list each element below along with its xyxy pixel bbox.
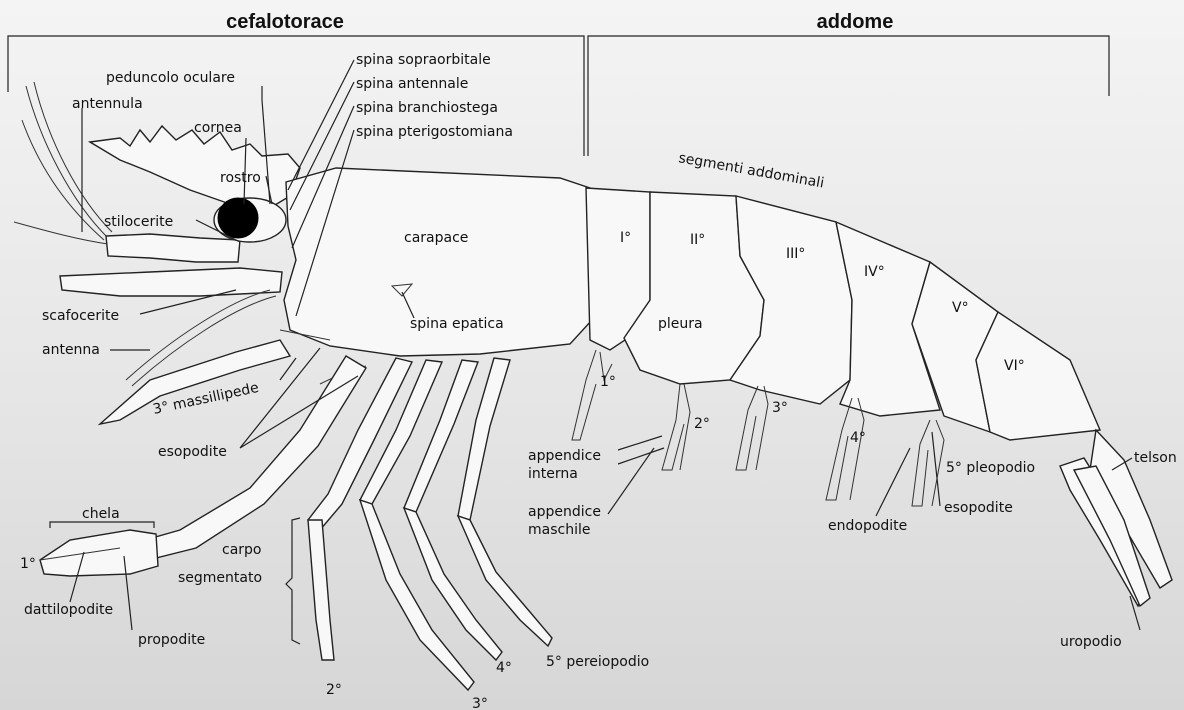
label-telson: telson bbox=[1134, 450, 1177, 466]
appendice-maschile-leader bbox=[608, 448, 654, 514]
label-spina-sopraorbitale: spina sopraorbitale bbox=[356, 52, 491, 68]
label-leg-3: 3° bbox=[472, 696, 488, 710]
carpo-bracket bbox=[286, 518, 300, 644]
label-spina-pterigostomiana: spina pterigostomiana bbox=[356, 124, 513, 140]
pleopod-3-shape bbox=[736, 386, 768, 470]
label-seg-1: I° bbox=[620, 230, 631, 246]
label-stilocerite: stilocerite bbox=[104, 214, 173, 230]
pleopod-4-shape bbox=[826, 398, 864, 500]
label-pleura: pleura bbox=[658, 316, 703, 332]
abdominal-segment-6 bbox=[976, 312, 1100, 440]
second-pereiopod-carpus bbox=[308, 520, 334, 660]
label-pleo-4: 4° bbox=[850, 430, 866, 446]
label-appendice-maschile-1: appendice bbox=[528, 504, 601, 520]
label-pleopodio-5: 5° pleopodio bbox=[946, 460, 1035, 476]
label-dattilopodite: dattilopodite bbox=[24, 602, 113, 618]
label-pleo-3: 3° bbox=[772, 400, 788, 416]
label-propodite: propodite bbox=[138, 632, 205, 648]
cephalothorax-title: cefalotorace bbox=[226, 11, 344, 33]
label-pleo-2: 2° bbox=[694, 416, 710, 432]
label-spina-antennale: spina antennale bbox=[356, 76, 468, 92]
label-antennula: antennula bbox=[72, 96, 143, 112]
pleopod-1-shape bbox=[572, 350, 612, 440]
label-seg-6: VI° bbox=[1004, 358, 1025, 374]
label-peduncolo-oculare: peduncolo oculare bbox=[106, 70, 235, 86]
endopodite-leader bbox=[876, 448, 910, 516]
label-leg-2: 2° bbox=[326, 682, 342, 698]
label-appendice-maschile-2: maschile bbox=[528, 522, 590, 538]
label-cornea: cornea bbox=[194, 120, 242, 136]
label-antenna: antenna bbox=[42, 342, 100, 358]
label-segmenti-addominali: segmenti addominali bbox=[677, 150, 825, 191]
label-segmentato: segmentato bbox=[178, 570, 262, 586]
label-leg-4: 4° bbox=[496, 660, 512, 676]
antennular-peduncle bbox=[106, 234, 240, 262]
label-seg-2: II° bbox=[690, 232, 705, 248]
label-spina-epatica: spina epatica bbox=[410, 316, 504, 332]
shrimp-body bbox=[14, 82, 1172, 690]
appendice-interna-leader bbox=[618, 436, 664, 464]
label-pereiopodio-5: 5° pereiopodio bbox=[546, 654, 649, 670]
label-chela-1: 1° bbox=[20, 556, 36, 572]
label-uropodio: uropodio bbox=[1060, 634, 1122, 650]
massillipede-leader bbox=[280, 358, 296, 380]
label-carapace: carapace bbox=[404, 230, 468, 246]
label-carpo: carpo bbox=[222, 542, 261, 558]
antennula-flagellum-4 bbox=[14, 222, 108, 244]
abdomen-bracket bbox=[588, 36, 1109, 156]
pleopod-2-shape bbox=[662, 384, 690, 470]
label-chela: chela bbox=[82, 506, 120, 522]
label-appendice-interna-1: appendice bbox=[528, 448, 601, 464]
label-scafocerite: scafocerite bbox=[42, 308, 119, 324]
cornea-shape bbox=[218, 198, 258, 238]
third-maxilliped bbox=[100, 340, 290, 424]
antennula-flagellum-3 bbox=[22, 120, 104, 240]
scafocerite-shape bbox=[60, 268, 282, 296]
label-seg-3: III° bbox=[786, 246, 805, 262]
label-endopodite: endopodite bbox=[828, 518, 907, 534]
label-spina-branchiostega: spina branchiostega bbox=[356, 100, 498, 116]
label-rostro: rostro bbox=[220, 170, 261, 186]
label-esopodite-rear: esopodite bbox=[944, 500, 1013, 516]
label-appendice-interna-2: interna bbox=[528, 466, 578, 482]
label-esopodite-front: esopodite bbox=[158, 444, 227, 460]
label-seg-5: V° bbox=[952, 300, 969, 316]
chela-propodite bbox=[40, 530, 158, 576]
abdomen-title: addome bbox=[817, 11, 894, 33]
chela-bracket bbox=[50, 522, 154, 528]
label-seg-4: IV° bbox=[864, 264, 885, 280]
label-pleo-1: 1° bbox=[600, 374, 616, 390]
